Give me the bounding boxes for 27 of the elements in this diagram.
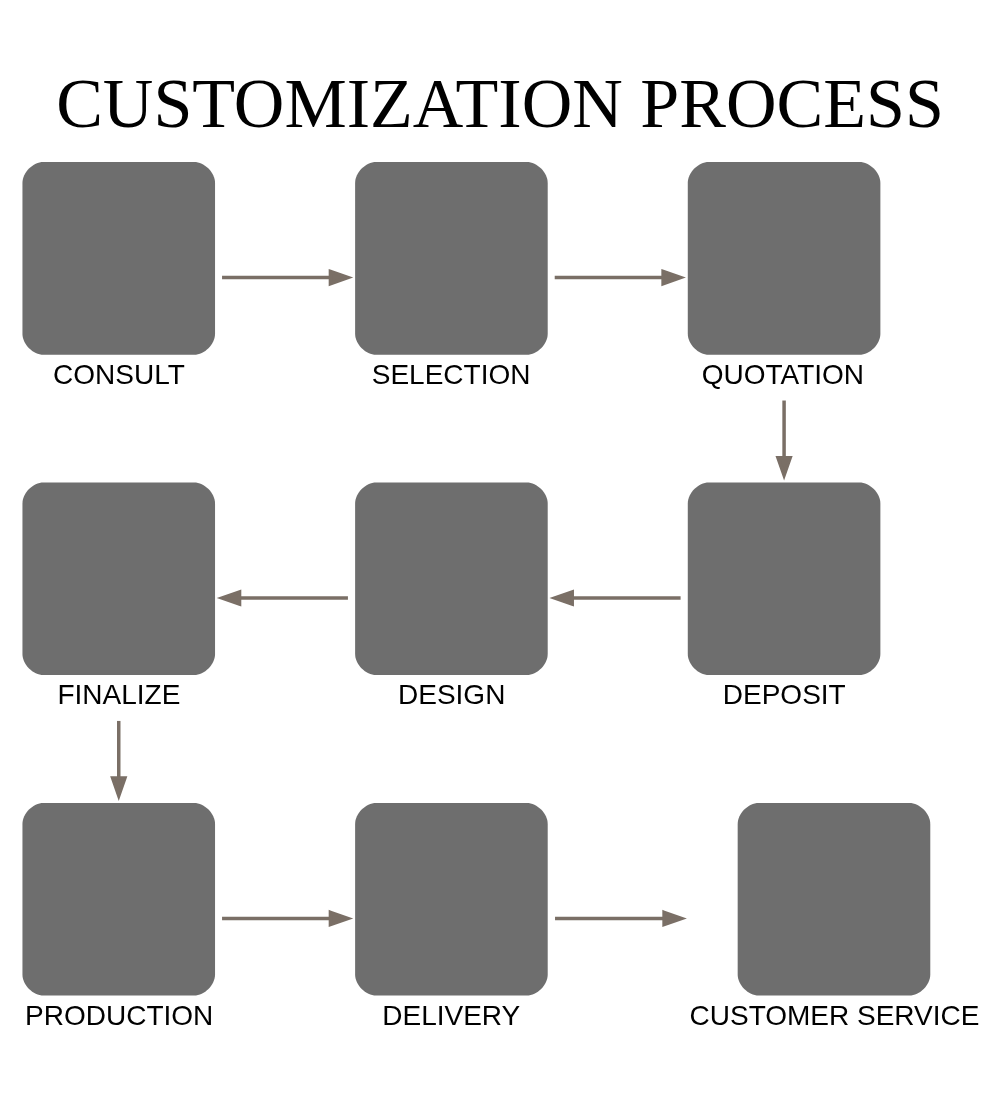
arrow (549, 589, 681, 607)
arrow (216, 589, 348, 607)
node-label: DESIGN (398, 679, 506, 711)
arrow (222, 269, 354, 287)
node-box (355, 482, 548, 676)
node-box (22, 482, 216, 676)
node-label: PRODUCTION (25, 999, 214, 1031)
node-box (687, 482, 881, 676)
node-label: DELIVERY (382, 999, 521, 1031)
node-box (687, 162, 881, 355)
node-box (22, 802, 216, 996)
arrow (555, 909, 687, 928)
node-box (737, 802, 931, 996)
arrow (110, 720, 128, 801)
node-box (22, 162, 216, 355)
diagram-title: CUSTOMIZATION PROCESS (56, 65, 944, 143)
node-box (355, 162, 548, 355)
node-label: QUOTATION (701, 359, 865, 391)
node-label: CONSULT (53, 359, 185, 391)
node-label: DEPOSIT (722, 679, 846, 711)
arrow (554, 269, 686, 287)
node-box (355, 802, 548, 996)
node-label: SELECTION (371, 359, 531, 391)
node-label: CUSTOMER SERVICE (689, 999, 980, 1031)
arrow (222, 909, 354, 928)
arrow (775, 400, 793, 481)
node-label: FINALIZE (57, 679, 181, 711)
